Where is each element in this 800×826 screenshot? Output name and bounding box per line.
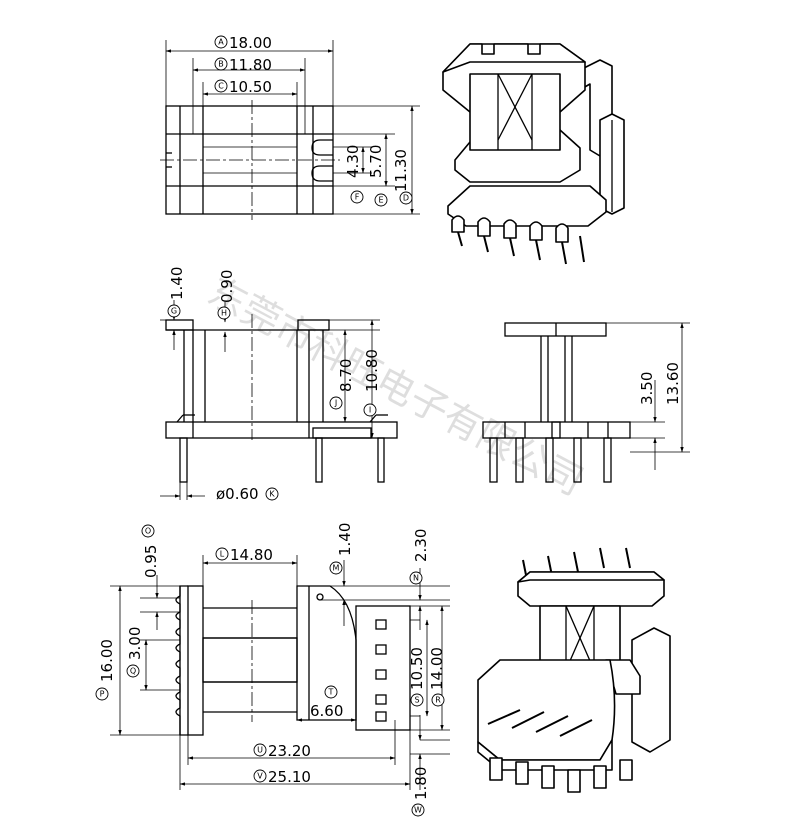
svg-text:M: M <box>333 564 340 573</box>
svg-text:S: S <box>414 696 419 705</box>
dim-11-80: 11.80 <box>229 56 272 74</box>
dim-25-10: 25.10 <box>268 768 311 786</box>
svg-text:F: F <box>355 193 360 202</box>
svg-text:P: P <box>100 690 105 699</box>
dim-16-00: 16.00 <box>98 639 116 682</box>
dim-2-30: 2.30 <box>412 529 430 562</box>
svg-text:Q: Q <box>130 667 136 676</box>
dim-11-30: 11.30 <box>392 149 410 192</box>
svg-text:D: D <box>403 194 409 203</box>
watermark: 东莞市科旺电子有限公司 <box>201 269 591 504</box>
dim-10-50: 10.50 <box>229 78 272 96</box>
svg-text:I: I <box>369 406 371 415</box>
svg-text:T: T <box>328 688 334 697</box>
dim-1-40-g: 1.40 <box>168 267 186 300</box>
side-view: 1.40 G 0.90 H 8.70 J 10.80 I ø0.60 K <box>160 267 398 503</box>
dim-3-50: 3.50 <box>638 372 656 405</box>
svg-text:H: H <box>221 309 227 318</box>
svg-text:K: K <box>269 490 275 499</box>
dim-0-95: 0.95 <box>142 545 160 578</box>
dim-pin-diameter: ø0.60 <box>216 485 259 503</box>
svg-text:E: E <box>378 196 383 205</box>
dim-14-80: 14.80 <box>230 546 273 564</box>
dim-3-00: 3.00 <box>126 627 144 660</box>
dim-0-90-h: 0.90 <box>218 270 236 303</box>
svg-text:N: N <box>413 574 419 583</box>
dim-8-70: 8.70 <box>337 359 355 392</box>
isometric-view-top <box>442 43 625 265</box>
dim-1-80: 1.80 <box>412 767 430 800</box>
dim-13-60: 13.60 <box>664 362 682 405</box>
dim-5-70: 5.70 <box>367 145 385 178</box>
dim-1-40-m: 1.40 <box>336 523 354 556</box>
svg-text:A: A <box>218 38 224 47</box>
isometric-view-bottom <box>477 547 671 793</box>
svg-text:U: U <box>257 746 263 755</box>
svg-text:W: W <box>414 806 422 815</box>
end-view: 3.50 13.60 <box>482 322 690 483</box>
svg-text:G: G <box>171 307 177 316</box>
dim-10-50-s: 10.50 <box>408 647 426 690</box>
top-view: A 18.00 B 11.80 C 10.50 5.70 4.30 11.30 … <box>160 34 420 220</box>
svg-text:R: R <box>435 696 441 705</box>
bottom-view: 0.95 O L 14.80 1.40 M 2.30 N 16.00 P 3.0… <box>95 523 450 817</box>
dim-6-60: 6.60 <box>310 702 343 720</box>
svg-text:C: C <box>218 82 224 91</box>
svg-text:B: B <box>218 60 224 69</box>
dim-23-20: 23.20 <box>268 742 311 760</box>
svg-text:O: O <box>145 527 151 536</box>
svg-text:V: V <box>257 772 263 781</box>
dim-10-80: 10.80 <box>363 349 381 392</box>
dim-14-00: 14.00 <box>428 647 446 690</box>
svg-text:J: J <box>334 399 337 408</box>
dim-4-30: 4.30 <box>344 145 362 178</box>
dim-18-00: 18.00 <box>229 34 272 52</box>
svg-text:L: L <box>220 550 225 559</box>
